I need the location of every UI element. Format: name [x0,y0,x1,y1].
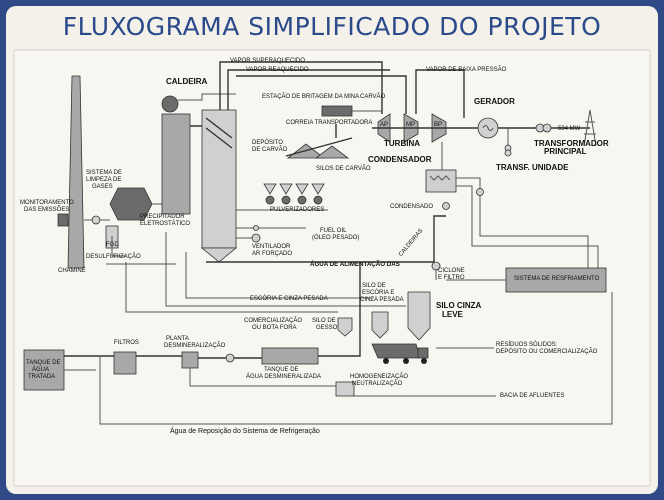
label-sistema-limpeza-3: GASES [92,184,113,190]
label-bacia: BACIA DE AFLUENTES [500,393,565,399]
flowchart-diagram [13,49,651,487]
chimney [67,75,85,269]
label-agua-reposicao: Água de Reposição do Sistema de Refriger… [170,428,320,435]
label-transformador-1: TRANSFORMADOR [534,139,609,148]
label-ap: AP [380,122,389,128]
label-transf-unidade: TRANSF. UNIDADE [496,163,569,172]
label-gerador: GERADOR [474,97,515,106]
boiler-furnace [201,109,237,249]
label-comercializacao-1: COMERCIALIZAÇÃO [244,318,303,324]
boiler-drum [161,95,179,113]
label-deposito: DEPÓSITO [252,140,283,146]
label-tanque-agua-2: ÁGUA [32,367,50,373]
label-caldeiras: CALDEIRAS [398,227,425,258]
label-estacao-britagem: ESTAÇÃO DE BRITAGEM DA MINA [262,94,360,100]
label-fgd: FGD [106,242,119,248]
label-residuos-2: DEPÓSITO OU COMERCIALIZAÇÃO [496,349,598,355]
label-mp: MP [406,122,415,128]
filters [113,351,137,375]
label-layer: VAPOR SUPERAQUECIDO VAPOR REAQUECIDO VAP… [6,6,658,494]
label-ciclone-2: E FILTRO [438,275,465,281]
label-planta-2: DESMINERALIZAÇÃO [164,343,226,349]
label-de-carvao: DE CARVÃO [252,147,288,153]
label-tanque-agua-1: TANQUE DE [26,360,61,366]
label-mw: 594 MW [558,126,581,132]
label-tanque-demin-1: TANQUE DE [264,367,299,373]
label-filtros: FILTROS [114,340,139,346]
label-silo-gesso-1: SILO DE [312,318,336,324]
label-silo-gesso-2: GESSO [316,325,338,331]
homogenization-tank [335,381,355,397]
emissions-monitor [57,213,69,227]
boiler-hopper [200,247,238,263]
slag-silo [371,311,389,339]
label-condensado: CONDENSADO [390,204,434,210]
label-monitoramento-1: MONITORAMENTO [20,200,74,206]
label-transformador-2: PRINCIPAL [544,147,587,156]
label-silos-carvao: SILOS DE CARVÃO [316,166,371,172]
label-precipitador-2: ELETROSTÁTICO [140,221,191,227]
label-vapor-baixa: VAPOR DE BAIXA PRESSÃO [426,67,507,73]
label-comercializacao-2: OU BOTA FORA [252,325,297,331]
label-desulfurizacao: DESULFURIZAÇÃO [86,254,141,260]
label-vapor-superaquecido: VAPOR SUPERAQUECIDO [230,58,305,64]
label-bp: BP [434,122,443,128]
label-vapor-reaquecido: VAPOR REAQUECIDO [246,67,309,73]
truck-icon [371,343,429,364]
label-fuel-oil-2: (ÓLEO PESADO) [312,235,360,241]
label-sistema-limpeza-1: SISTEMA DE [86,170,123,176]
label-silo-cinza-2: LEVE [442,310,463,319]
label-chamine: CHAMINÉ [58,268,86,274]
coal-silos [263,183,325,195]
diagram-frame: FLUXOGRAMA SIMPLIFICADO DO PROJETO [6,6,658,494]
light-ash-silo [407,291,431,341]
label-monitoramento-2: DAS EMISSÕES [24,207,70,213]
page-title: FLUXOGRAMA SIMPLIFICADO DO PROJETO [62,12,602,41]
label-sistema-limpeza-2: LIMPEZA DE [86,177,122,183]
label-silo-cinza-1: SILO CINZA [436,301,482,310]
label-pulverizadores: PULVERIZADORES [270,207,325,213]
label-escoria-cinza: ESCÓRIA E CINZA PESADA [250,296,328,302]
label-silo-escoria-2: ESCÓRIA E [362,290,395,296]
label-homogeneizacao-2: NEUTRALIZAÇÃO [352,381,403,387]
condenser [425,169,457,193]
label-silo-escoria-3: CINZA PESADA [360,297,404,303]
label-fuel-oil-1: FUEL OIL [320,228,347,234]
pulverizers [265,195,323,205]
boiler-left-column [161,113,191,215]
label-caldeira: CALDEIRA [166,77,208,86]
label-sistema-resfriamento: SISTEMA DE RESFRIAMENTO [514,276,600,282]
label-ventilador-1: VENTILADOR [252,244,291,250]
gypsum-silo [337,317,353,337]
label-ventilador-2: AR FORÇADO [252,251,293,257]
coal-pile-2 [314,145,350,159]
label-tanque-demin-2: ÁGUA DESMINERALIZADA [246,374,322,380]
label-turbina: TURBINA [384,139,420,148]
label-homogeneizacao-1: HOMOGENEIZAÇÃO [350,374,409,380]
label-planta-1: PLANTA [166,336,189,342]
label-agua-alimentacao: ÁGUA DE ALIMENTAÇÃO DAS [310,261,400,268]
label-tanque-agua-3: TRATADA [28,374,56,380]
transmission-tower [583,109,597,147]
label-correia: CORREIA TRANSPORTADORA [286,120,373,126]
label-residuos-1: RESÍDUOS SÓLIDOS: [496,342,558,348]
label-condensador: CONDENSADOR [368,155,432,164]
label-carvao: CARVÃO [360,94,386,100]
cooling-system [505,267,607,293]
forced-air-fan [251,233,261,243]
label-silo-escoria-1: SILO DE [362,283,386,289]
label-precipitador-1: PRECIPITADOR [140,214,185,220]
label-ciclone-1: CICLONE [438,268,465,274]
